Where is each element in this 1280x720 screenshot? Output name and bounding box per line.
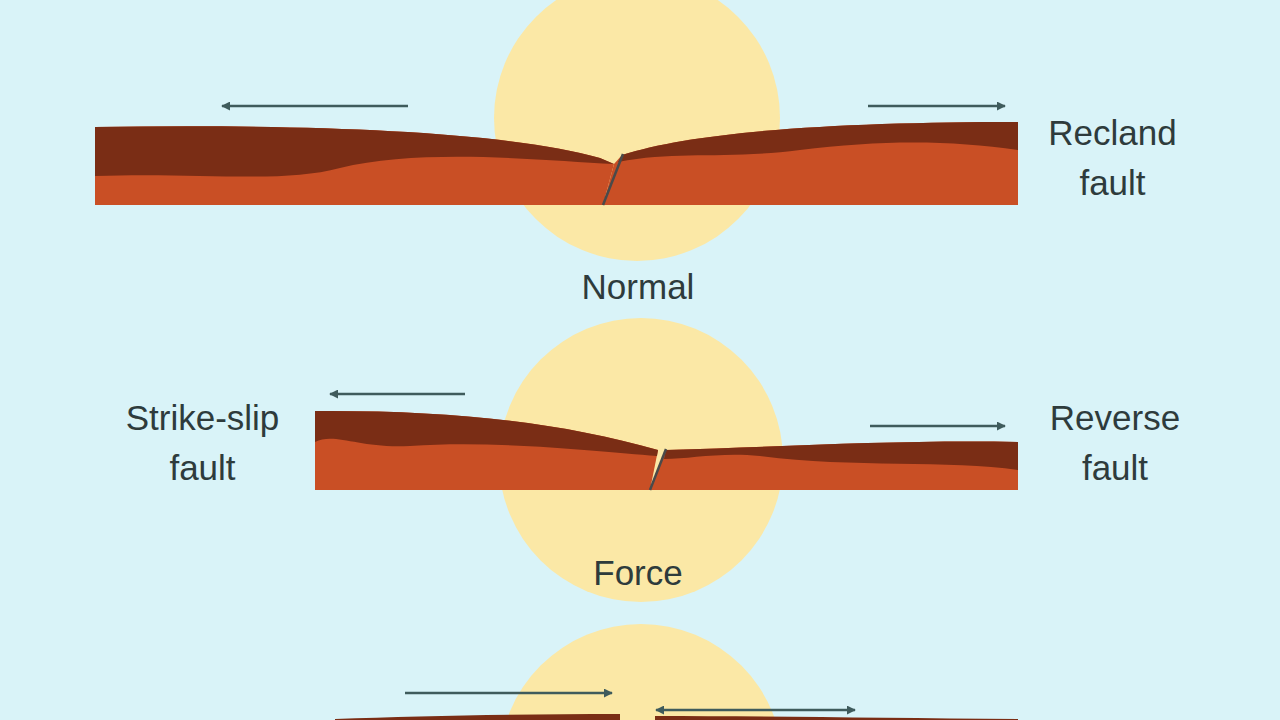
force-arrow [868, 105, 1005, 108]
force-arrow [870, 425, 1005, 428]
ground-block [335, 714, 1018, 720]
force-arrow [222, 105, 408, 108]
sun-circle [499, 624, 783, 720]
force-arrow [405, 692, 612, 695]
panel-title: Normal [438, 262, 838, 312]
ground-block [315, 411, 1018, 490]
ground-block [95, 122, 1018, 205]
force-arrow [330, 393, 465, 396]
fault-label: Reverse fault [1030, 393, 1200, 493]
sun-circle [494, 0, 780, 261]
fault-label: Recland fault [1030, 108, 1195, 208]
force-arrow [656, 709, 855, 712]
panel-title: Force [438, 548, 838, 598]
fault-label: Strike-slip fault [100, 393, 305, 493]
